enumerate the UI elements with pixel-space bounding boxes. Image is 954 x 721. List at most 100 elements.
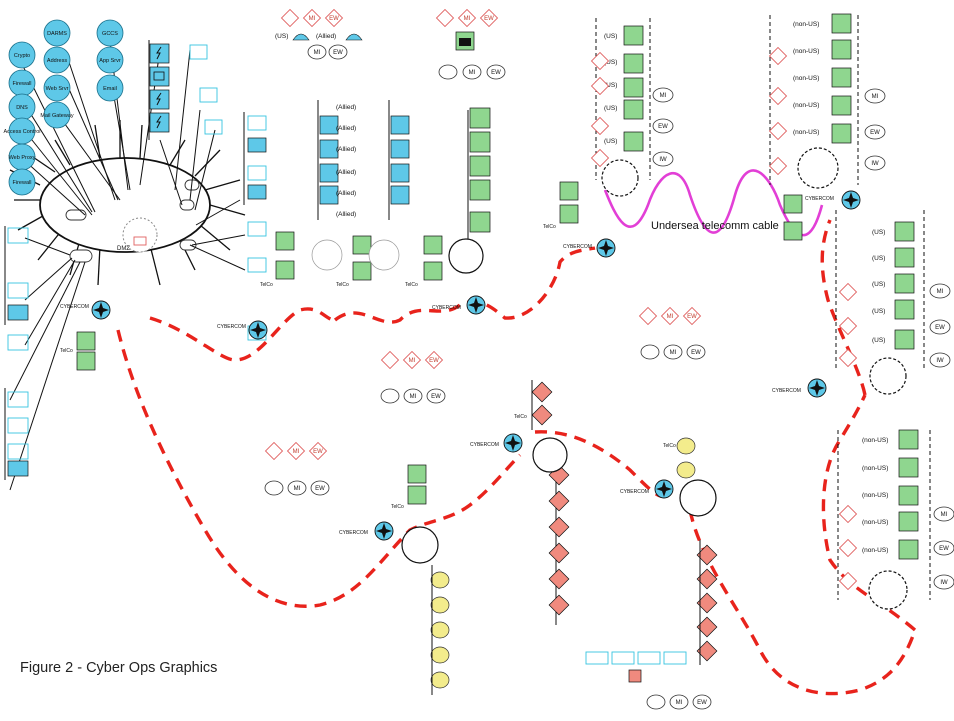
red-stack [531, 380, 718, 665]
non-us-stack-bottom: (non-US) (non-US) (non-US) (non-US) (non… [837, 429, 931, 610]
cybercom-label: CYBERCOM [620, 489, 649, 495]
op-ew: EW [313, 449, 323, 455]
telco-label: TelCo [60, 348, 73, 354]
ops-groups: MI EW MI EW MI EW [264, 8, 702, 461]
service-label: DARMS [47, 31, 67, 37]
cloud-mi: MI [469, 70, 476, 76]
allied-label: (Allied) [336, 211, 356, 218]
cybercom-label: CYBERCOM [432, 305, 461, 311]
us-label: (US) [604, 82, 617, 89]
us-label: (US) [872, 255, 885, 262]
cybercom-label: CYBERCOM [60, 304, 89, 310]
non-us-label: (non-US) [793, 75, 819, 82]
bottom-red-box [628, 669, 642, 683]
cybercom-label: CYBERCOM [217, 324, 246, 330]
op-ew: EW [687, 314, 697, 320]
mi-label: MI [660, 93, 667, 99]
non-us-label: (non-US) [793, 48, 819, 55]
mi-label: MI [937, 289, 944, 295]
cloud-mi: MI [314, 50, 321, 56]
cybercom-label: CYBERCOM [470, 442, 499, 448]
us-stack-top: (US) (US) (US) (US) (US) [595, 18, 651, 197]
iw-label: IW [659, 157, 667, 163]
ew-label: EW [658, 124, 668, 130]
telco-boxes: TelCo TelCo TelCo TelCo TelCo TelCo TelC… [60, 181, 803, 510]
service-label: Address [47, 58, 67, 64]
us-label: (US) [872, 229, 885, 236]
cybercom-label: CYBERCOM [772, 388, 801, 394]
telco-label: TelCo [260, 282, 273, 288]
service-label: Crypto [14, 53, 30, 59]
bottom-cyan-row [585, 651, 687, 665]
side-ops-markers [590, 46, 858, 591]
service-label: GCCS [102, 31, 118, 37]
us-label: (US) [872, 337, 885, 344]
non-us-stack-top: (non-US) (non-US) (non-US) (non-US) (non… [769, 13, 859, 189]
non-us-label: (non-US) [793, 21, 819, 28]
cloud-ew: EW [691, 350, 701, 356]
cloud-mi: MI [676, 700, 683, 706]
us-stack-mid: (US) (US) (US) (US) (US) [835, 210, 925, 395]
service-label: Access Control [4, 129, 41, 135]
red-attack-paths [116, 219, 917, 696]
cloud-mi: MI [410, 394, 417, 400]
telco-label: TelCo [543, 224, 556, 230]
ew-label: EW [939, 546, 949, 552]
blue-stack-enclave [4, 40, 267, 480]
non-us-label: (non-US) [793, 102, 819, 109]
non-us-label: (non-US) [793, 129, 819, 136]
allied-tag: (Allied) [316, 33, 336, 40]
allied-label: (Allied) [336, 104, 356, 111]
services-mid: DARMS Address Web Srvr Mail Gateway [40, 19, 74, 129]
cybercom-label: CYBERCOM [805, 196, 834, 202]
mi-label: MI [941, 512, 948, 518]
cloud-ew: EW [315, 486, 325, 492]
non-us-label: (non-US) [862, 547, 888, 554]
cybercom-label: CYBERCOM [339, 530, 368, 536]
side-ops-clouds: MI EW IW MI EW IW MI EW IW MI EW IW [652, 87, 954, 590]
figure-caption: Figure 2 - Cyber Ops Graphics [20, 660, 218, 676]
service-label: Firewall [13, 180, 32, 186]
op-mi: MI [409, 358, 416, 364]
yellow-stacks [401, 437, 717, 695]
cloud-ew: EW [333, 50, 343, 56]
non-us-label: (non-US) [862, 492, 888, 499]
allied-label: (Allied) [336, 125, 356, 132]
iw-label: IW [871, 161, 879, 167]
dmz-label: DMZ [117, 246, 130, 252]
service-label: Mail Gateway [40, 113, 74, 119]
telco-label: TelCo [514, 414, 527, 420]
us-label: (US) [604, 105, 617, 112]
op-mi: MI [667, 314, 674, 320]
non-us-label: (non-US) [862, 465, 888, 472]
cybercom-label: CYBERCOM [563, 244, 592, 250]
us-label: (US) [872, 308, 885, 315]
cloud-ew: EW [697, 700, 707, 706]
allied-label: (Allied) [336, 190, 356, 197]
telco-label: TelCo [391, 504, 404, 510]
us-label: (US) [604, 59, 617, 66]
undersea-cable [603, 169, 824, 237]
cloud-mi: MI [294, 486, 301, 492]
service-label: DNS [16, 105, 28, 111]
cloud-mi: MI [670, 350, 677, 356]
op-mi: MI [293, 449, 300, 455]
service-label: Firewall [13, 81, 32, 87]
left-enclave: DMZ [9, 39, 246, 491]
service-label: App Srvr [99, 58, 121, 64]
us-label: (US) [604, 33, 617, 40]
cloud-ew: EW [431, 394, 441, 400]
us-label: (US) [604, 138, 617, 145]
op-ew: EW [484, 16, 494, 22]
op-ew: EW [329, 16, 339, 22]
green-stack-center [448, 107, 491, 274]
op-mi: MI [464, 16, 471, 22]
telco-label: TelCo [405, 282, 418, 288]
us-tag: (US) [275, 33, 288, 40]
undersea-label: Undersea telecomm cable [651, 220, 779, 232]
us-label: (US) [872, 281, 885, 288]
service-label: Web Srvr [46, 86, 69, 92]
telco-label: TelCo [663, 443, 676, 449]
services-right: GCCS App Srvr Email [96, 19, 124, 102]
